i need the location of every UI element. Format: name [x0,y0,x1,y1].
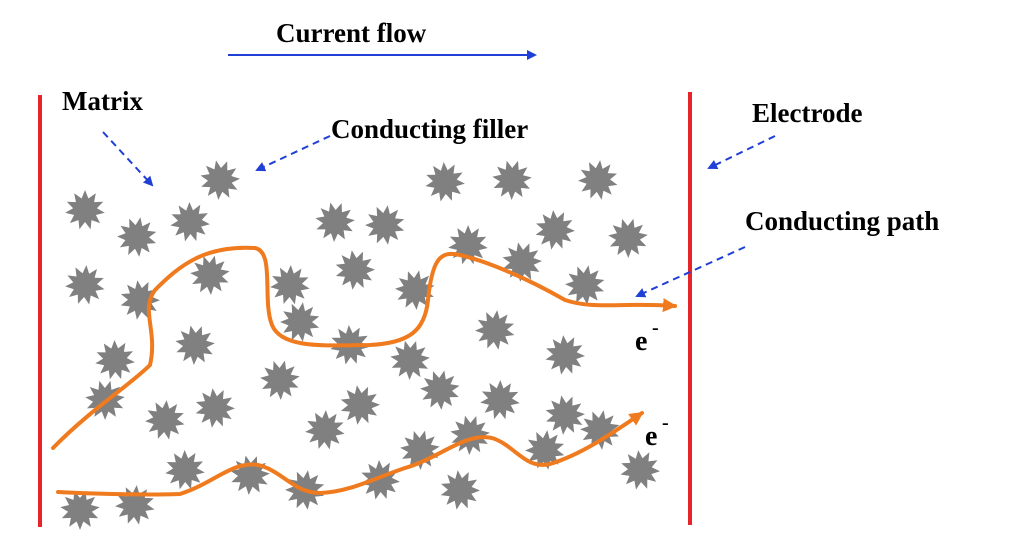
filler-particle-icon [395,270,435,310]
filler-particle-icon [117,217,157,257]
conducting-path-lower [56,411,644,497]
filler-particle-icon [545,395,585,435]
filler-particle-icon [535,210,575,250]
filler-particle-icon [65,190,105,230]
current-flow-label: Current flow [276,18,427,48]
filler-particle-icon [270,265,310,305]
electron-label-upper: e - [635,317,659,357]
filler-particle-icon [340,385,380,425]
filler-particle-icon [525,430,565,470]
filler-particle-icon [420,370,460,410]
filler-particle-icon [335,250,375,290]
filler-particle-icon [305,410,345,450]
filler-particle-icon [425,162,465,202]
filler-particle-icon [365,205,405,245]
electron-label-lower: e - [645,412,669,452]
filler-particle-icon [200,160,240,200]
filler-particle-icon [95,340,135,380]
filler-particle-icon [440,470,480,510]
matrix-label: Matrix [62,86,143,116]
filler-particle-icon [315,202,355,242]
filler-particle-icon [475,310,515,350]
filler-particle-icon [190,255,230,295]
filler-particle-icon [120,280,160,320]
filler-particle-icon [620,450,660,490]
filler-particle-icon [578,160,618,200]
matrix-pointer-arrow [102,131,154,187]
electron-charge-upper: - [652,317,659,339]
filler-particle-icon [115,485,155,525]
filler-particle-icon [195,388,235,428]
filler-particle-icon [280,302,320,342]
conducting-path-upper [51,245,677,450]
electron-charge-lower: - [662,412,669,434]
filler-particle-icon [60,490,100,530]
conducting-filler-label: Conducting filler [331,114,528,144]
filler-particle-icon [480,380,520,420]
filler-particle-icon [230,455,270,495]
filler-particle-icon [175,325,215,365]
filler-particle-icon [565,265,605,305]
filler-particle-icon [545,335,585,375]
filler-particle-icon [492,160,532,200]
filler-particle-icon [165,450,205,490]
electrode-pointer-arrow [707,135,776,170]
electron-symbol-lower: e [645,421,657,452]
filler-particle-icon [580,410,620,450]
filler-particle-icon [145,400,185,440]
filler-particle-icon [170,202,210,242]
filler-particle-icon [260,360,300,400]
conducting-path-label: Conducting path [745,206,939,236]
filler-particle-icon [608,218,648,258]
filler-particle-icon [65,265,105,305]
filler-particle-icon [360,460,400,500]
electrode-label: Electrode [752,98,862,128]
path-pointer-arrow [635,246,746,298]
filler-pointer-arrow [255,135,331,172]
electron-symbol-upper: e [635,326,647,357]
filler-particle-icon [390,340,430,380]
